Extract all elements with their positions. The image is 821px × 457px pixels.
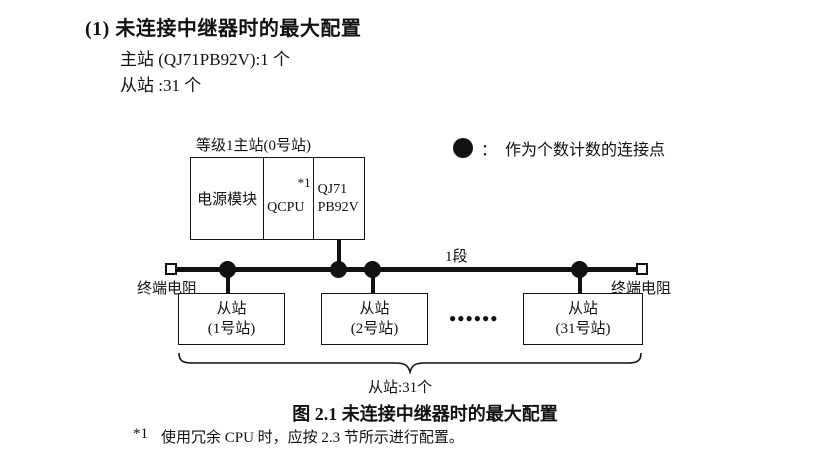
slave-total-label: 从站:31个 <box>368 380 433 396</box>
pb92v-module-cell: QJ71 PB92V <box>312 158 364 239</box>
slave1-drop-line <box>226 271 230 294</box>
slave2-name: 从站 <box>359 300 390 317</box>
master-count-line: 主站 (QJ71PB92V):1 个 <box>120 50 291 69</box>
slave31-drop-line <box>578 271 582 294</box>
master-drop-line <box>337 240 341 268</box>
connection-dot-slave2 <box>364 261 381 278</box>
footnote-text: 使用冗余 CPU 时，应按 2.3 节所示进行配置。 <box>161 430 464 446</box>
cpu-label: QCPU <box>267 200 305 215</box>
slave2-station-no: (2号站) <box>350 321 399 337</box>
legend: ： 作为个数计数的连接点 <box>453 136 665 160</box>
ellipsis-dots: ●●●●●● <box>449 311 499 325</box>
master-station-label: 等级1主站(0号站) <box>196 138 311 154</box>
slave1-name: 从站 <box>216 300 247 317</box>
slave31-station-no: (31号站) <box>555 321 611 337</box>
footnote: *1 使用冗余 CPU 时，应按 2.3 节所示进行配置。 <box>133 426 464 447</box>
underbrace <box>178 352 642 375</box>
terminator-square-left <box>165 263 177 275</box>
connection-dot-slave31 <box>571 261 588 278</box>
section-title: (1) 未连接中继器时的最大配置 <box>85 18 362 40</box>
slave-box-1: 从站 (1号站) <box>178 293 285 345</box>
legend-separator: ： <box>481 142 498 159</box>
slave-box-2: 从站 (2号站) <box>321 293 428 345</box>
master-station-box: 电源模块 *1 QCPU QJ71 PB92V <box>190 157 365 240</box>
terminator-square-right <box>636 263 648 275</box>
slave-count-line: 从站 :31 个 <box>120 76 202 95</box>
footnote-marker: *1 <box>133 426 148 442</box>
cpu-footnote-ref: *1 <box>297 175 311 190</box>
module-name-line1: QJ71 <box>317 182 348 197</box>
module-name-line2: PB92V <box>317 199 359 215</box>
connection-dot-master <box>330 261 347 278</box>
slave1-station-no: (1号站) <box>207 321 256 337</box>
legend-text: 作为个数计数的连接点 <box>505 142 666 159</box>
slave31-name: 从站 <box>567 300 598 317</box>
segment-label: 1段 <box>445 249 468 265</box>
cpu-cell: *1 QCPU <box>263 158 312 239</box>
connection-point-icon <box>453 138 473 158</box>
bus-line <box>171 267 642 272</box>
slave-box-31: 从站 (31号站) <box>523 293 643 345</box>
power-module-cell: 电源模块 <box>197 192 258 208</box>
connection-dot-slave1 <box>219 261 236 278</box>
figure-caption: 图 2.1 未连接中继器时的最大配置 <box>292 404 558 424</box>
slave2-drop-line <box>371 271 375 294</box>
